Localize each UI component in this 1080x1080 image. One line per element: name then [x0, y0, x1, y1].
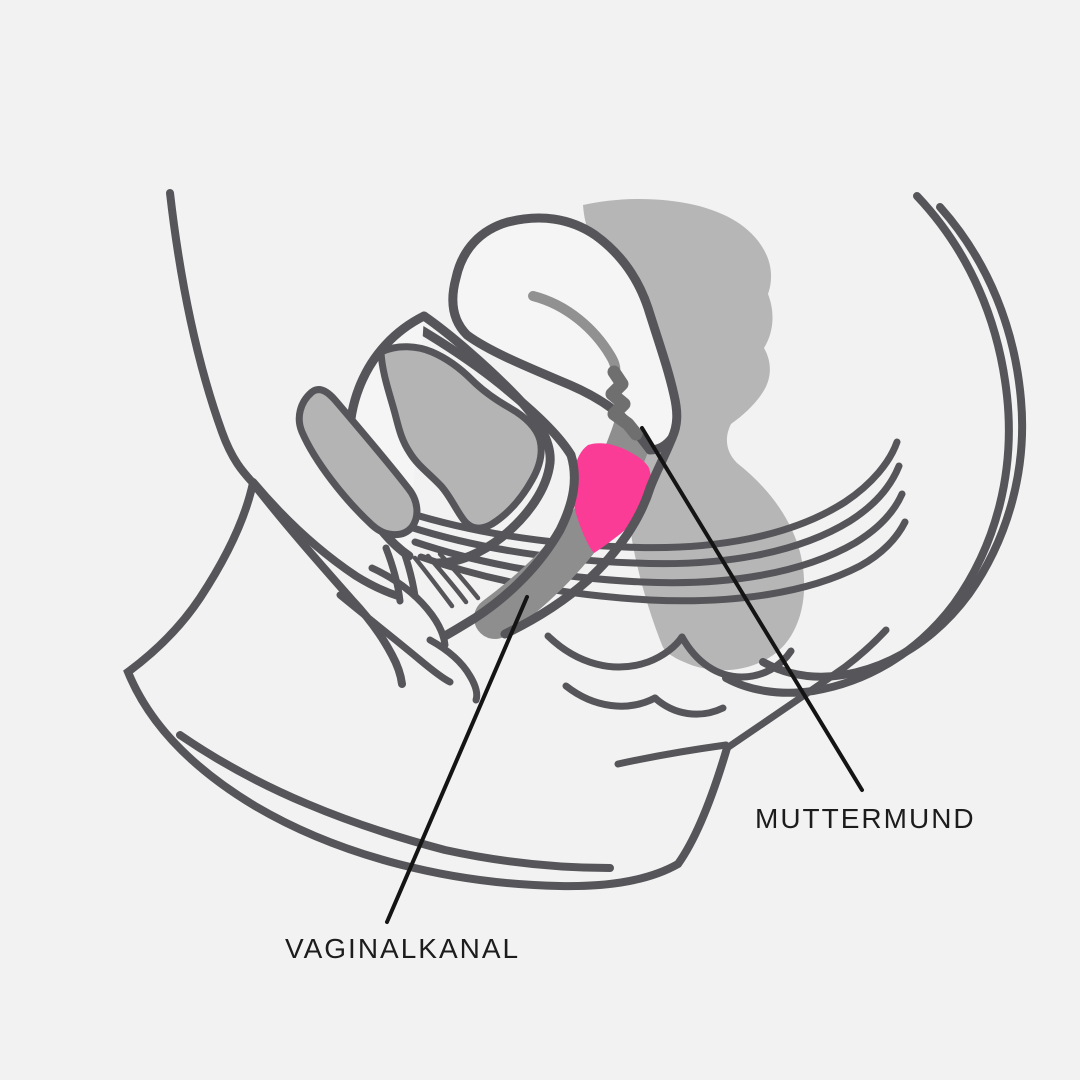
bladder-wall-right [419, 311, 555, 568]
cervix-zigzag [605, 365, 643, 441]
abdomen-thigh-contour [123, 189, 731, 891]
uterus [448, 213, 682, 455]
bladder-interior [377, 343, 545, 532]
fold-line [678, 633, 795, 681]
labia-fold [426, 636, 481, 704]
muttermund-label: MUTTERMUND [755, 803, 976, 834]
fold-line [544, 632, 686, 671]
fold-line [651, 694, 727, 718]
urethra [412, 551, 481, 609]
urethra-line [425, 553, 469, 605]
gluteal-fold-line [614, 741, 730, 768]
pelvic-floor-line [411, 490, 906, 587]
muttermund-leader-line [640, 426, 864, 792]
vaginalkanal-leader-line [385, 595, 529, 924]
pubic-bone [295, 386, 421, 539]
gluteal-fold-arc [723, 626, 890, 752]
vaginalkanal-label: VAGINALKANAL [285, 933, 520, 964]
urethra-line [437, 551, 481, 601]
vaginal-back-wall [500, 433, 677, 639]
pelvic-floor-line [406, 462, 903, 568]
labia-fold [336, 591, 454, 686]
leader-lines [385, 426, 864, 924]
perineum-folds [544, 626, 890, 768]
urethra-line [412, 555, 455, 609]
fold-line [562, 682, 659, 710]
menstrual-cup [572, 443, 652, 553]
